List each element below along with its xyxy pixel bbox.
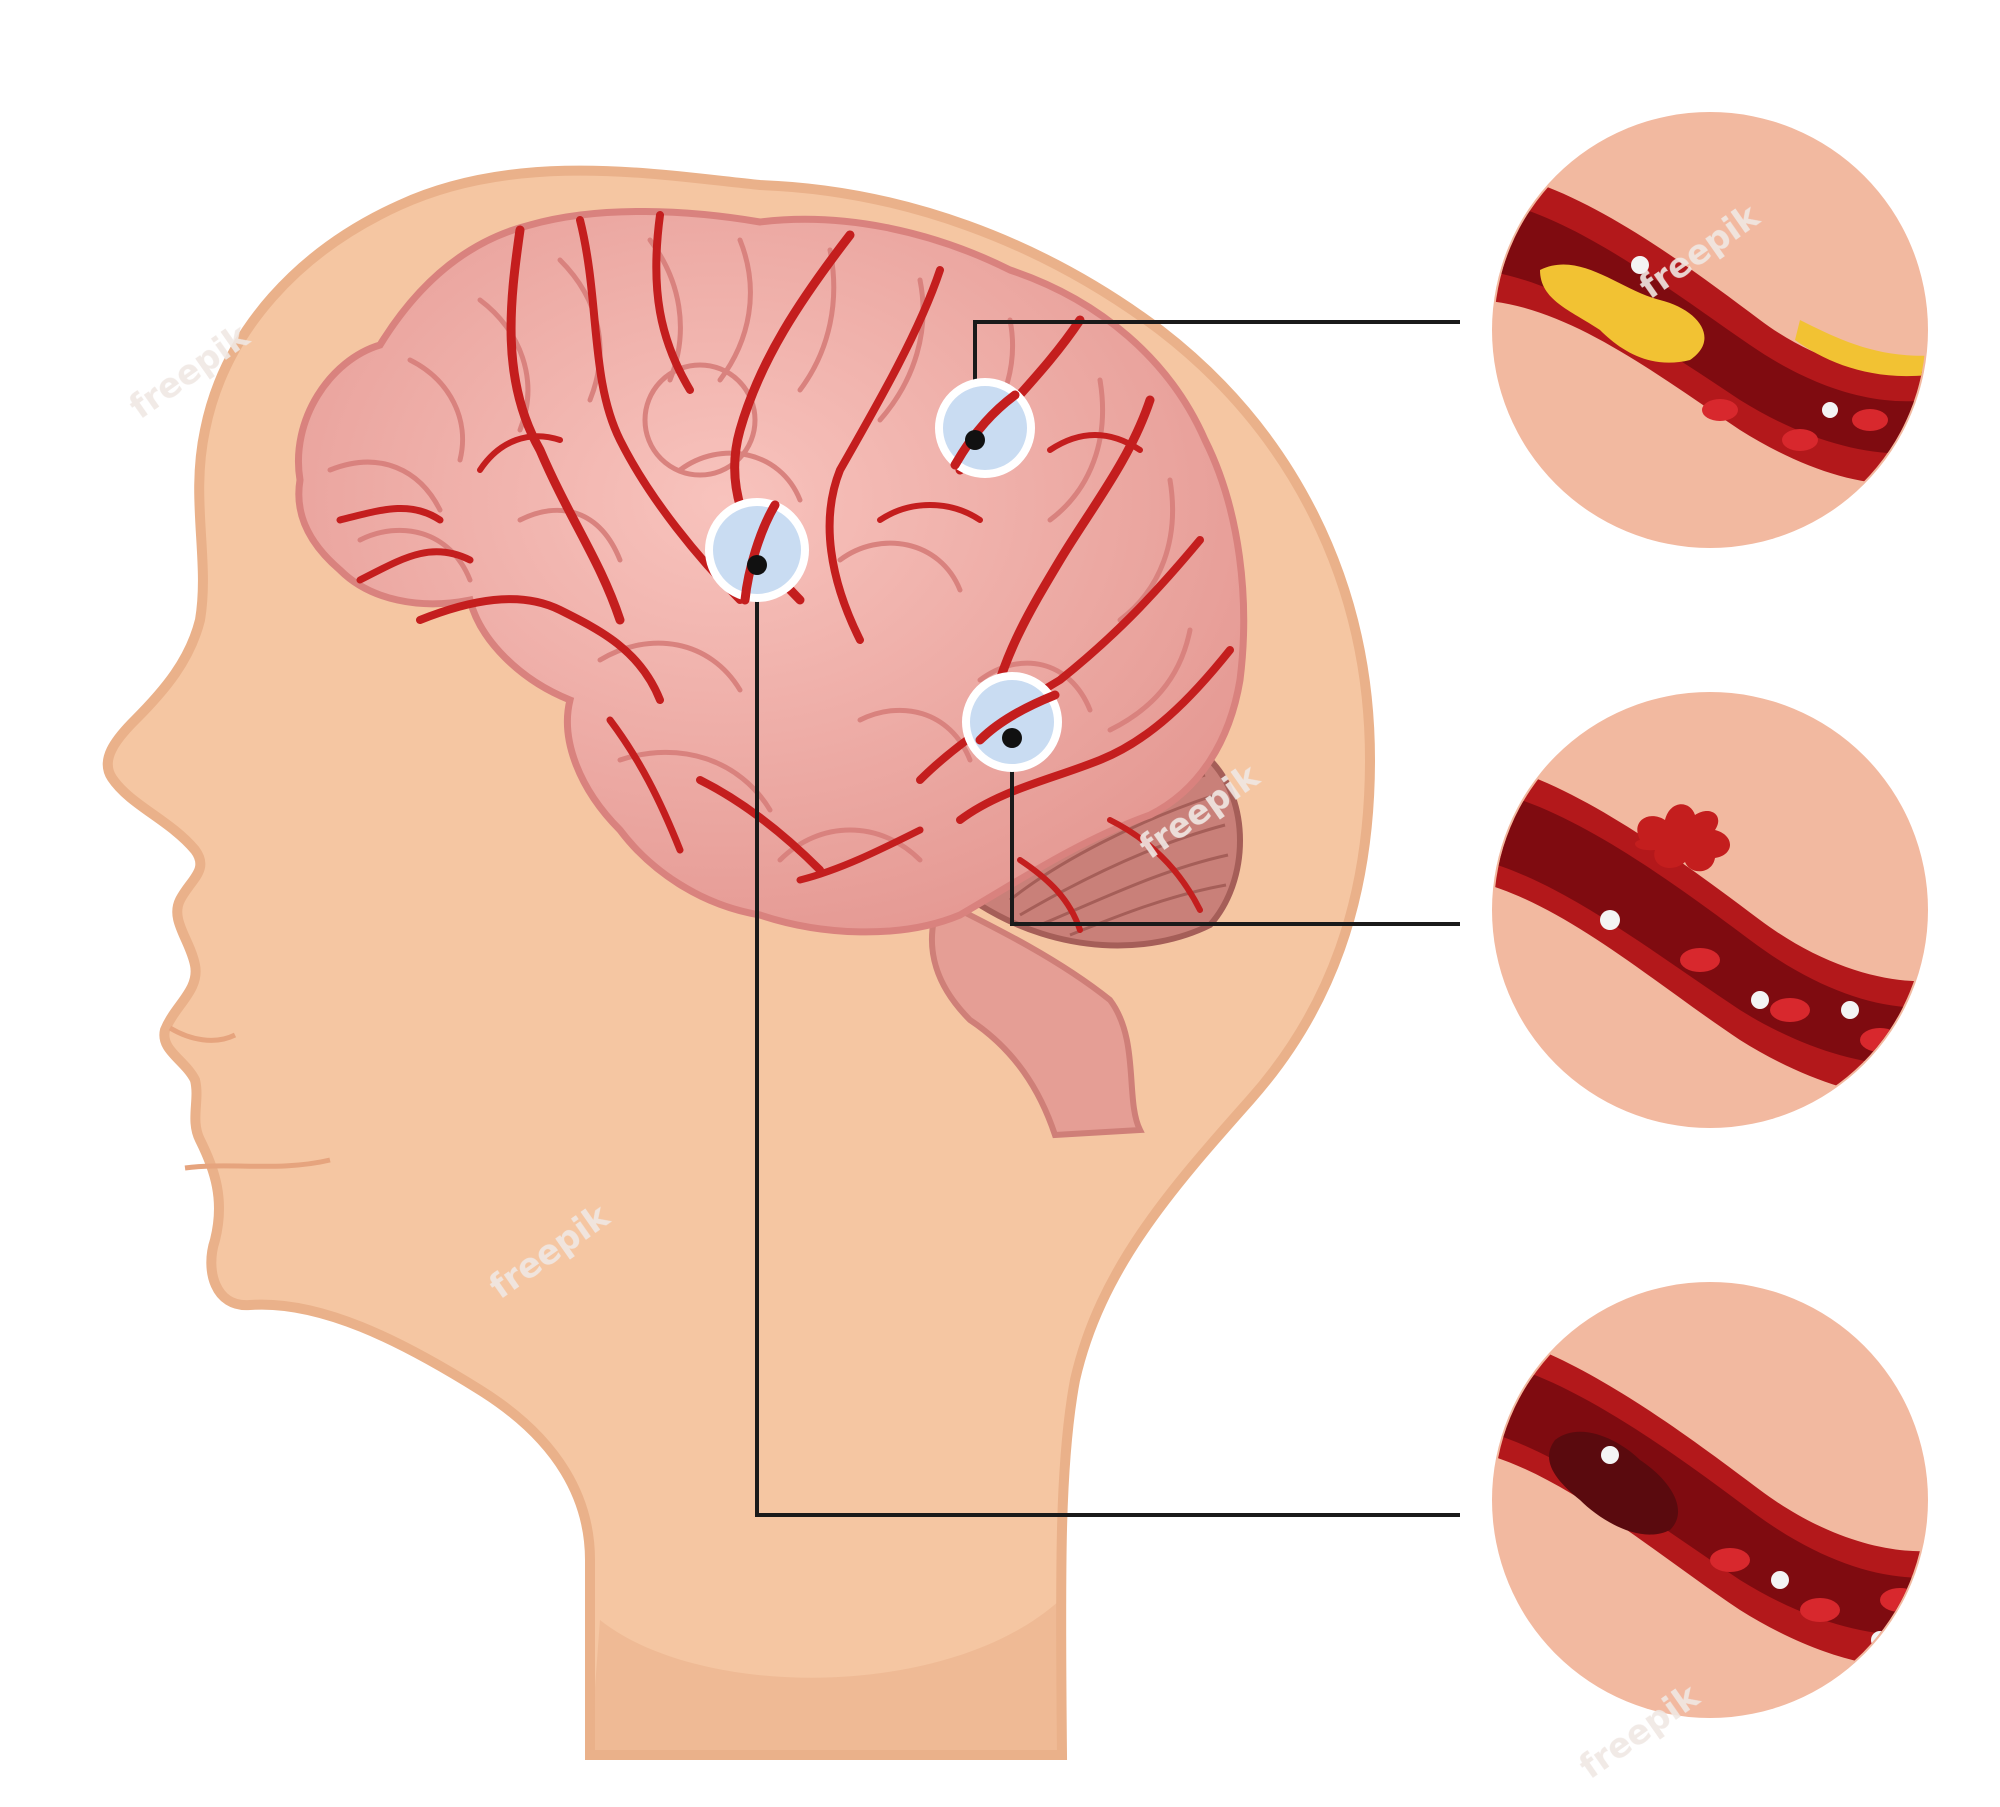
brain-stem (929, 895, 1145, 1139)
blood-clot (1549, 1431, 1679, 1535)
marker-narrowed (935, 378, 1035, 478)
callout-ruptured-artery (1492, 692, 1928, 1128)
callout-blocked-artery (1492, 1282, 1928, 1718)
neck-shadow (590, 1600, 1062, 1755)
lip-line (184, 1157, 331, 1171)
marker-blocked (705, 498, 809, 605)
leader-line-ruptured (1010, 738, 1460, 926)
plaque-narrowed-artery-icon (1494, 170, 1926, 485)
ruptured-artery-bleed-icon (1494, 760, 1926, 1098)
plaque-deposit (1540, 264, 1705, 363)
callout-narrowed-artery (1492, 112, 1928, 548)
leader-line-blocked (755, 565, 1460, 1517)
blood-splash (1635, 804, 1730, 872)
marker-ruptured (962, 672, 1062, 772)
nostril-line (168, 1025, 237, 1043)
blood-clot-blocked-artery-icon (1494, 1330, 1926, 1668)
